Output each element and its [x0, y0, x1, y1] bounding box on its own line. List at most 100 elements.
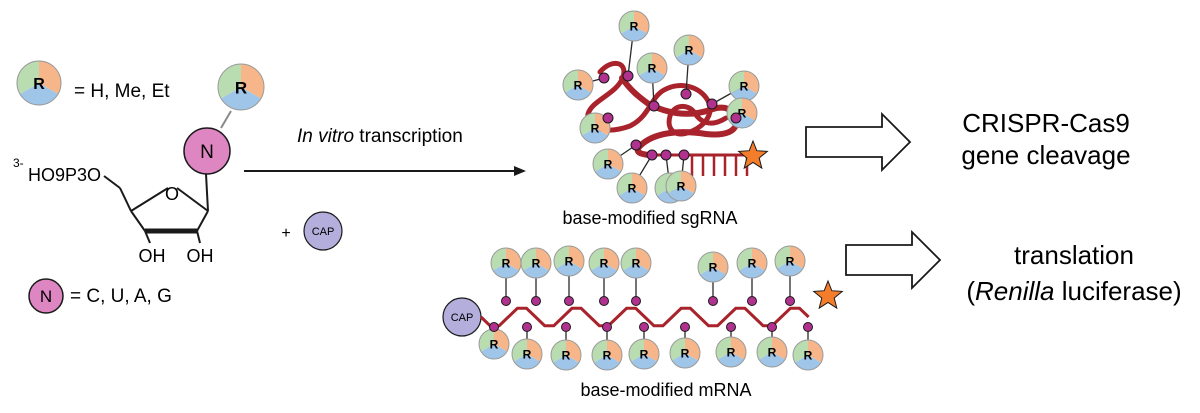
r-sector-blue [718, 352, 744, 367]
r-group-circle: R [728, 70, 760, 102]
r-group-circle: R [16, 60, 62, 106]
mrna-node [708, 296, 718, 306]
sgrna-node [646, 149, 658, 161]
r-outline [715, 336, 747, 368]
r-symbol: R [235, 78, 247, 97]
mrna-node [680, 322, 690, 332]
r-group-circle: R [478, 328, 510, 360]
r-sector-blue [523, 263, 549, 278]
r-sector-blue [759, 352, 785, 367]
translation-line2: (Renilla luciferase) [966, 276, 1181, 306]
r-symbol: R [565, 255, 574, 269]
r-outline [620, 247, 652, 279]
r-sector-blue [739, 263, 765, 278]
base-n-circle [183, 127, 231, 175]
r-symbol: R [677, 180, 686, 194]
r-outline [736, 247, 768, 279]
r-outline [618, 10, 650, 42]
r-symbol: R [748, 257, 757, 271]
r-group-circle: R [490, 247, 522, 279]
mrna-backbone [479, 306, 810, 328]
r-sector-blue [777, 261, 803, 276]
base-n-symbol: N [200, 142, 214, 163]
r-group-circle: R [618, 10, 650, 42]
r-outline [553, 245, 585, 277]
hydroxyl-right: OH [187, 246, 214, 266]
transcription-label: In vitro transcription [297, 126, 463, 147]
cap-circle [303, 211, 343, 251]
mrna-caption: base-modified mRNA [580, 380, 751, 400]
legend-n: N = C, U, A, G [28, 278, 172, 314]
r-sector-blue [595, 164, 621, 179]
ring-oxygen: O [165, 184, 179, 204]
r-sector-orange [241, 64, 265, 99]
r-group-circle: R [553, 245, 585, 277]
r-sector-blue [553, 355, 579, 370]
legend-r-circle: R [16, 60, 62, 106]
r-symbol: R [502, 257, 511, 271]
mrna-node [501, 296, 511, 306]
r-outline [217, 63, 265, 111]
r-sector-blue [731, 86, 757, 101]
r-outline [16, 60, 62, 106]
legend-r-text: = H, Me, Et [74, 81, 170, 102]
o-bond [103, 175, 121, 189]
sgrna-node [730, 112, 742, 124]
sgrna-node [678, 149, 690, 161]
sgrna-node [706, 98, 718, 110]
r-sector-blue [700, 267, 726, 282]
r-group-circle: R [562, 69, 594, 101]
translation-rest: luciferase) [1055, 276, 1182, 306]
r-outline [511, 338, 543, 370]
r-sector-orange [39, 61, 61, 94]
r-sector-blue [676, 50, 702, 65]
r-symbol: R [574, 79, 583, 93]
phosphate-charge: 3- [13, 156, 24, 170]
legend-r: R = H, Me, Et [16, 60, 170, 106]
mrna-cap-label: CAP [451, 312, 474, 324]
r-group-circle: R [792, 339, 824, 371]
r-group-circle: R [669, 337, 701, 369]
r-outline [579, 112, 611, 144]
n-r-bond [220, 110, 232, 129]
mrna-node [639, 322, 649, 332]
r-group-circle: R [217, 63, 265, 111]
sgrna-nodes [598, 70, 742, 161]
r-outline [636, 52, 668, 84]
r-symbol: R [685, 44, 694, 58]
r-sector-blue [672, 353, 698, 368]
mrna-nodes [489, 296, 813, 332]
r-symbol: R [490, 338, 499, 352]
r-sector-blue [594, 355, 620, 370]
r-group-circle: R [550, 339, 582, 371]
nucleotide-structure [103, 110, 232, 244]
oh-bond [144, 230, 151, 244]
r-outline [628, 338, 660, 370]
r-sector-blue [19, 83, 59, 105]
r-outline [588, 247, 620, 279]
mrna-node [564, 296, 574, 306]
r-sector-blue [729, 113, 755, 128]
r-outline [591, 339, 623, 371]
r-outline [616, 172, 648, 204]
r-group-circle: R [628, 338, 660, 370]
sgrna-node [602, 112, 614, 124]
r-symbol: R [768, 346, 777, 360]
r-outline [592, 148, 624, 180]
mrna-node [561, 322, 571, 332]
mrna-node [602, 322, 612, 332]
sgrna-node [598, 72, 610, 84]
hydroxyl-left: OH [139, 246, 166, 266]
r-outline [669, 337, 701, 369]
crispr-outline-arrow [805, 111, 912, 173]
ring-bond [176, 187, 209, 212]
plus-sign: + [281, 225, 290, 242]
mrna-node [726, 322, 736, 332]
r-sector-green [17, 61, 39, 94]
r-group-circle: R [673, 34, 705, 66]
r-symbol: R [630, 20, 639, 34]
r-group-circle: R [616, 172, 648, 204]
